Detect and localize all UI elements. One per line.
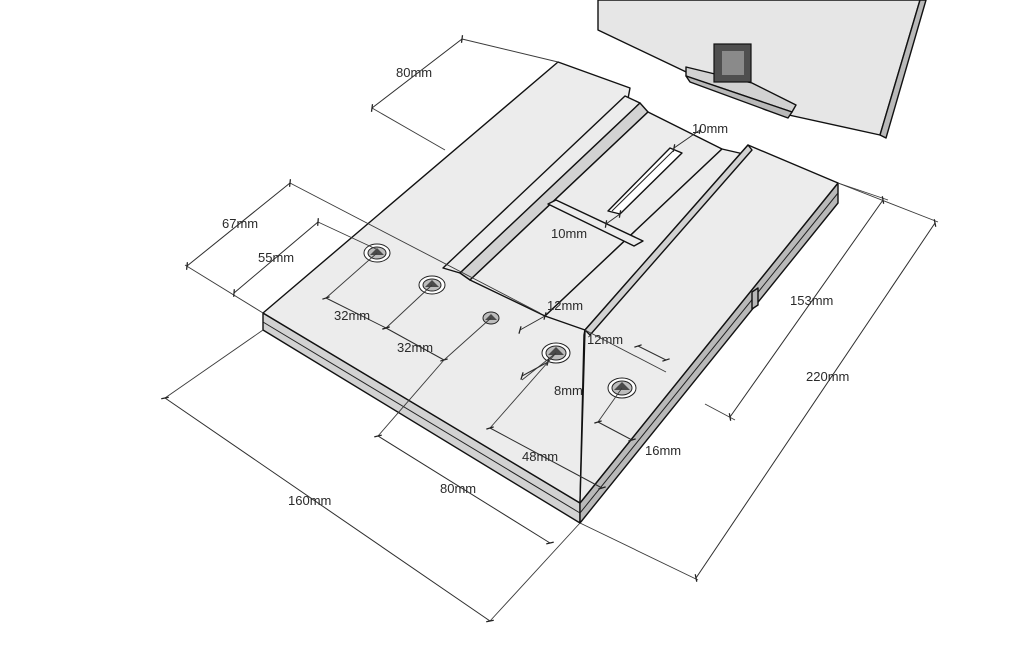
dim-48mm: 48mm — [522, 449, 558, 464]
dim-12mm-b: 12mm — [587, 332, 623, 347]
dim-67mm: 67mm — [222, 216, 258, 231]
dim-80mm-bottom: 80mm — [440, 481, 476, 496]
router-block — [597, 0, 927, 139]
dim-80mm-top: 80mm — [396, 65, 432, 80]
dim-160mm: 160mm — [288, 493, 331, 508]
block-side-face — [879, 0, 927, 139]
dimension-labels: 80mm 10mm 10mm 67mm 55mm 32mm 32mm 12mm … — [222, 65, 849, 508]
upper-slot-inner — [611, 149, 675, 212]
block-base-plate-underside — [685, 75, 793, 119]
crossbar — [547, 199, 644, 247]
dim-8mm: 8mm — [554, 383, 583, 398]
dim-32mm-b: 32mm — [397, 340, 433, 355]
dim-10mm-mid: 10mm — [551, 226, 587, 241]
right-rail-inner-wall — [584, 144, 753, 336]
notch — [751, 287, 759, 310]
dim-16mm: 16mm — [645, 443, 681, 458]
dim-32mm-a: 32mm — [334, 308, 370, 323]
dim-55mm: 55mm — [258, 250, 294, 265]
dimension-lines — [161, 35, 939, 623]
block-bit-slot-inner — [722, 51, 744, 75]
dim-153mm: 153mm — [790, 293, 833, 308]
dim-220mm: 220mm — [806, 369, 849, 384]
block-front-face — [597, 0, 921, 136]
dim-12mm-a: 12mm — [547, 298, 583, 313]
dim-10mm-top: 10mm — [692, 121, 728, 136]
